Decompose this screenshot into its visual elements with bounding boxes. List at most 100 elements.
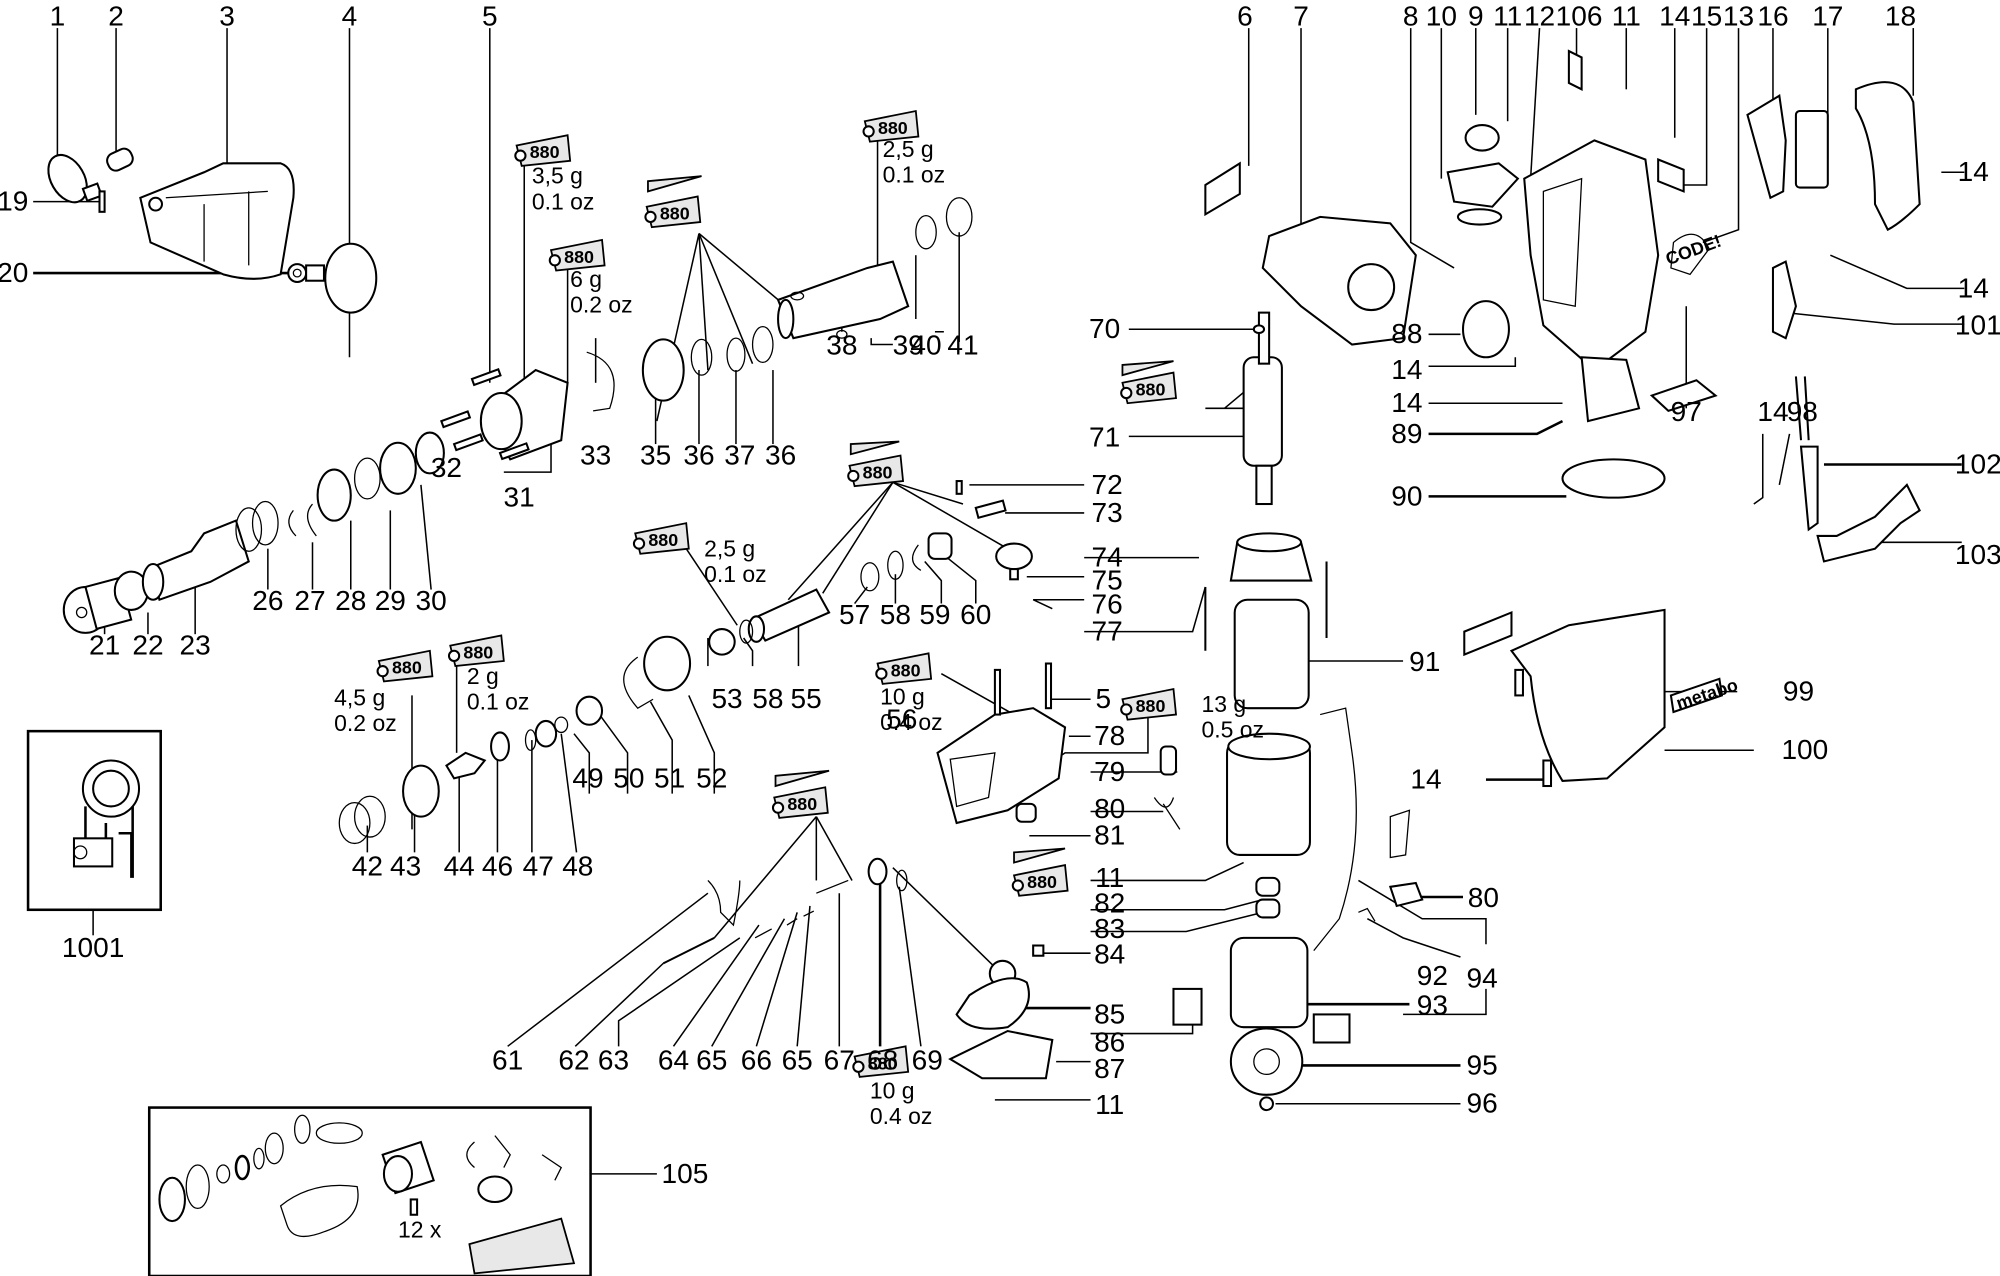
- callout-11: 11: [1493, 1, 1522, 32]
- grease-amount-grams: 10 g: [870, 1078, 915, 1104]
- callout-65: 65: [782, 1044, 813, 1075]
- callout-39: 39: [893, 330, 924, 361]
- callout-52: 52: [696, 762, 727, 793]
- callout-49: 49: [572, 762, 603, 793]
- callout-7: 7: [1293, 1, 1309, 32]
- callout-27: 27: [294, 585, 325, 616]
- callout-57: 57: [839, 599, 870, 630]
- callout-3: 3: [219, 1, 235, 32]
- callout-47: 47: [523, 850, 554, 881]
- grease-amount-ounces: 0.1 oz: [883, 161, 946, 187]
- callout-17: 17: [1812, 1, 1843, 32]
- callout-43: 43: [390, 850, 421, 881]
- callout-103: 103: [1955, 539, 2000, 570]
- callout-41: 41: [947, 330, 978, 361]
- callout-14: 14: [1391, 354, 1422, 385]
- callout-13: 13: [1723, 1, 1754, 32]
- callout-11: 11: [1612, 1, 1641, 32]
- callout-102: 102: [1955, 448, 2000, 479]
- callout-1001: 1001: [62, 932, 124, 963]
- callout-85: 85: [1094, 998, 1125, 1029]
- callout-4: 4: [342, 1, 358, 32]
- callout-82: 82: [1094, 887, 1125, 918]
- callout-72: 72: [1092, 469, 1123, 500]
- callout-6: 6: [1237, 1, 1253, 32]
- callout-62: 62: [558, 1044, 589, 1075]
- grease-amount-labels: 3,5 g0.1 oz6 g0.2 oz2,5 g0.1 oz2,5 g0.1 …: [334, 136, 1264, 1129]
- callout-31: 31: [504, 482, 535, 513]
- grease-tube-label: 880: [648, 530, 678, 550]
- callout-71: 71: [1089, 422, 1120, 453]
- callout-14: 14: [1391, 387, 1422, 418]
- callout-20: 20: [0, 257, 28, 288]
- callout-100: 100: [1781, 734, 1828, 765]
- callout-18: 18: [1885, 1, 1916, 32]
- callout-64: 64: [658, 1044, 689, 1075]
- grease-amount-ounces: 0.5 oz: [1202, 717, 1265, 743]
- callout-87: 87: [1094, 1053, 1125, 1084]
- callout-81: 81: [1094, 820, 1125, 851]
- grease-amount-ounces: 0.4 oz: [880, 709, 943, 735]
- callout-46: 46: [482, 850, 513, 881]
- callout-10: 10: [1426, 1, 1457, 32]
- callout-15: 15: [1691, 1, 1722, 32]
- callout-37: 37: [724, 439, 755, 470]
- callout-84: 84: [1094, 938, 1125, 969]
- callout-36: 36: [683, 439, 714, 470]
- callout-69: 69: [912, 1044, 943, 1075]
- callout-21: 21: [89, 630, 120, 661]
- callout-74: 74: [1092, 542, 1123, 573]
- callout-95: 95: [1467, 1049, 1498, 1080]
- callout-58: 58: [752, 683, 783, 714]
- callout-89: 89: [1391, 418, 1422, 449]
- callout-83: 83: [1094, 913, 1125, 944]
- callout-80: 80: [1094, 793, 1125, 824]
- callout-61: 61: [492, 1044, 523, 1075]
- callout-76: 76: [1092, 589, 1123, 620]
- callout-14: 14: [1659, 1, 1690, 32]
- wiring-diagram-inset: [26, 729, 162, 912]
- callout-80: 80: [1468, 882, 1499, 913]
- callout-11: 11: [1095, 1089, 1124, 1120]
- callout-2: 2: [108, 1, 124, 32]
- grease-amount-grams: 10 g: [880, 683, 925, 709]
- part-drawings: [26, 49, 1921, 1112]
- callout-63: 63: [598, 1044, 629, 1075]
- grease-tube-label: 880: [530, 142, 560, 162]
- callout-79: 79: [1094, 756, 1125, 787]
- kit-screw-quantity: 12 x: [398, 1217, 442, 1243]
- callout-56: 56: [886, 704, 917, 735]
- callout-67: 67: [824, 1044, 855, 1075]
- callout-22: 22: [132, 630, 163, 661]
- callout-14: 14: [1410, 764, 1441, 795]
- callout-19: 19: [0, 186, 28, 217]
- callout-55: 55: [791, 683, 822, 714]
- grease-amount-grams: 2 g: [467, 663, 499, 689]
- callout-70: 70: [1089, 313, 1120, 344]
- grease-tube-label: 880: [392, 658, 422, 678]
- callout-66: 66: [741, 1044, 772, 1075]
- callout-60: 60: [960, 599, 991, 630]
- repair-kit-inset: [147, 1106, 592, 1276]
- grease-tube-label: 880: [868, 1053, 898, 1073]
- callout-28: 28: [335, 585, 366, 616]
- brand-badge: metabo: [1674, 675, 1741, 714]
- callout-106: 106: [1556, 1, 1603, 32]
- grease-tube-label: 880: [1136, 696, 1166, 716]
- grease-amount-ounces: 0.2 oz: [570, 292, 633, 318]
- grease-tube-label: 880: [660, 203, 690, 223]
- callout-9: 9: [1468, 1, 1484, 32]
- callout-5: 5: [1096, 683, 1112, 714]
- callout-105: 105: [662, 1158, 709, 1189]
- callout-73: 73: [1092, 497, 1123, 528]
- grease-amount-ounces: 0.1 oz: [532, 188, 595, 214]
- callout-50: 50: [613, 762, 644, 793]
- grease-amount-grams: 2,5 g: [704, 535, 755, 561]
- callout-98: 98: [1787, 396, 1818, 427]
- callout-65: 65: [696, 1044, 727, 1075]
- callout-30: 30: [416, 585, 447, 616]
- callout-5: 5: [482, 1, 498, 32]
- callout-36: 36: [765, 439, 796, 470]
